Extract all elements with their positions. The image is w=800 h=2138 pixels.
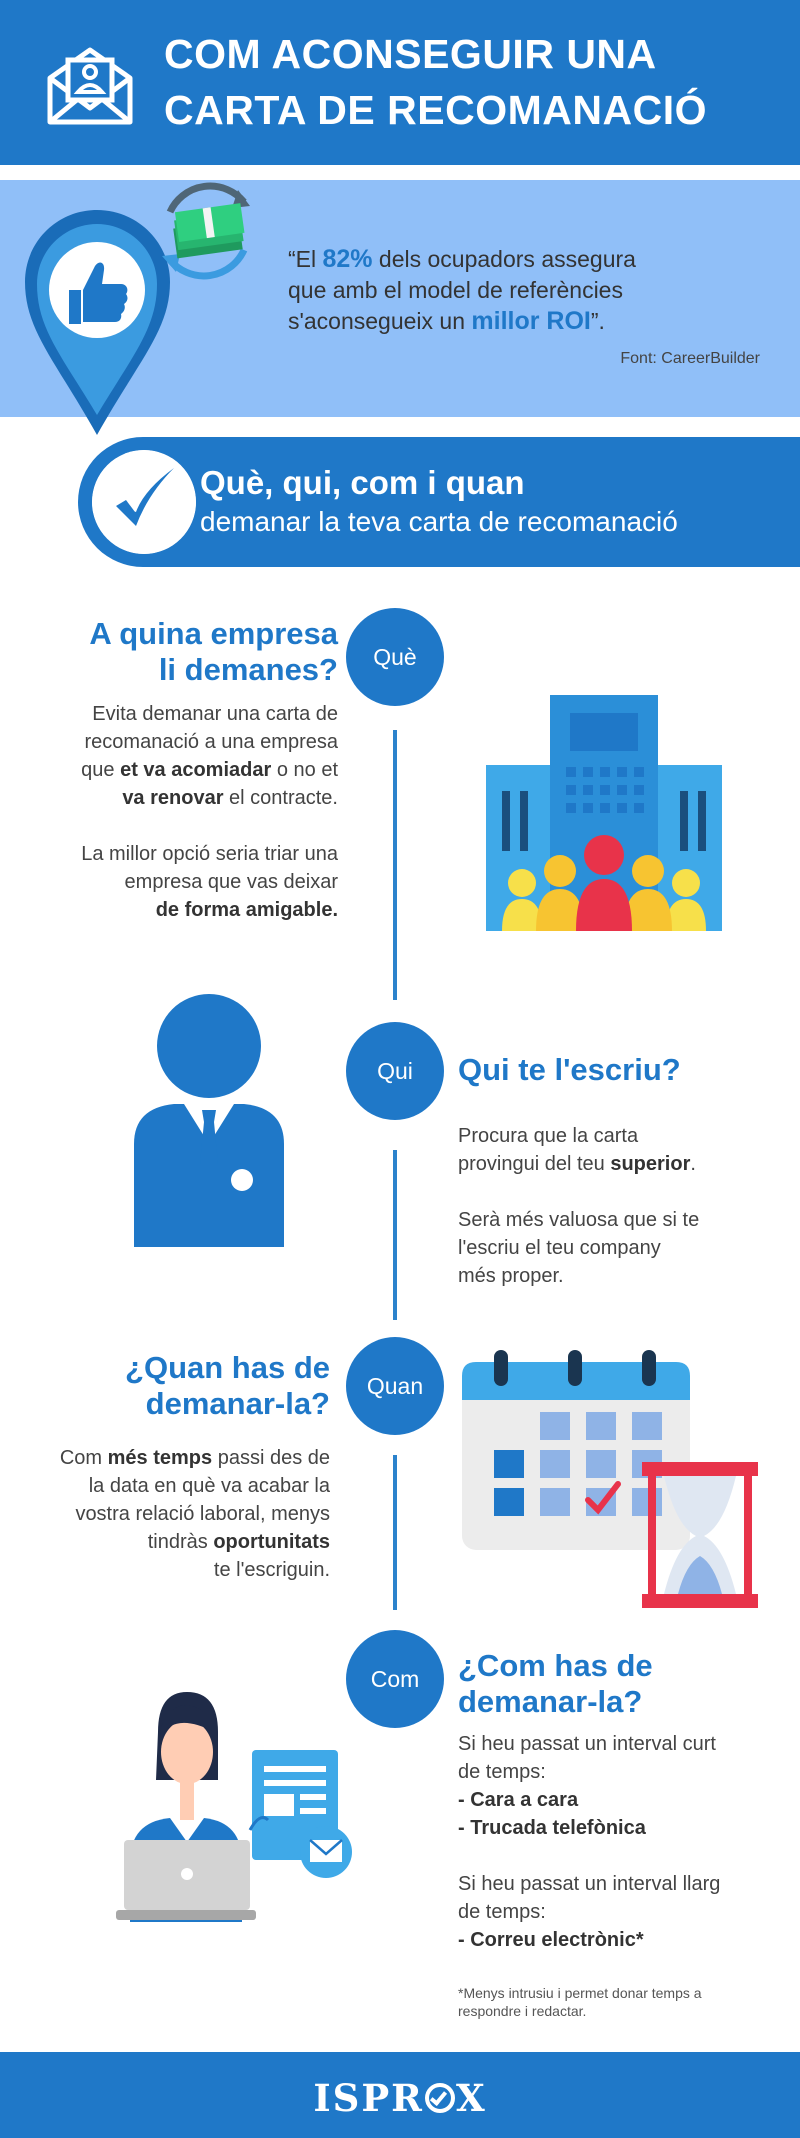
com-footnote: *Menys intrusiu i permet donar temps a r…: [458, 1985, 702, 2019]
stat-highlight: millor ROI: [471, 307, 591, 335]
timeline-line: [393, 1455, 397, 1610]
timeline-marker-com: Com: [346, 1630, 444, 1728]
timeline-marker-que: Què: [346, 608, 444, 706]
money-exchange-icon: [162, 182, 250, 280]
location-pin-thumbs-up-icon: [25, 210, 170, 435]
quan-text: Com més temps passi des de la data en qu…: [59, 1447, 330, 1581]
stat-quote: “El 82% dels ocupadors assegura que amb …: [288, 244, 758, 337]
banner-subtitle: demanar la teva carta de recomanació: [200, 506, 678, 537]
section-banner: [78, 437, 800, 567]
stat-quote-line-1: “El 82% dels ocupadors assegura: [288, 245, 636, 273]
title-line-1: COM ACONSEGUIR UNA: [164, 31, 657, 77]
que-text: Evita demanar una carta de recomanació a…: [81, 703, 338, 921]
com-title: ¿Com has de demanar-la?: [458, 1648, 653, 1719]
title-line-2: CARTA DE RECOMANACIÓ: [164, 87, 707, 133]
qui-title: Qui te l'escriu?: [458, 1052, 681, 1087]
logo-check-o-icon: [424, 2083, 455, 2113]
qui-text: Procura que la carta provingui del teu s…: [458, 1125, 700, 1287]
woman-laptop-email-icon: [116, 1692, 352, 1922]
footer-bar: [0, 2052, 800, 2138]
stat-quote-line-2: que amb el model de referències: [288, 277, 623, 303]
calendar-hourglass-icon: [462, 1350, 758, 1608]
timeline-line: [393, 730, 397, 1000]
stat-percent: 82%: [322, 245, 373, 273]
timeline-marker-quan: Quan: [346, 1337, 444, 1435]
header-bar: [0, 0, 800, 165]
office-building-icon: [486, 695, 722, 931]
method-phone-call: - Trucada telefònica: [458, 1817, 646, 1839]
checkmark-icon: [92, 450, 196, 554]
stat-source: Font: CareerBuilder: [620, 350, 760, 367]
method-email: - Correu electrònic*: [458, 1929, 644, 1951]
stat-quote-line-3: s'aconsegueix un millor ROI”.: [288, 307, 605, 335]
envelope-person-icon: [47, 47, 133, 125]
timeline-marker-qui: Qui: [346, 1022, 444, 1120]
com-text: Si heu passat un interval curt de temps:…: [458, 1733, 721, 1951]
quan-title: ¿Quan has de demanar-la?: [125, 1350, 330, 1421]
banner-title: Què, qui, com i quan: [200, 464, 525, 501]
timeline-line: [393, 1150, 397, 1320]
business-person-icon: [134, 994, 284, 1247]
que-title: A quina empresa li demanes?: [89, 616, 338, 687]
method-face-to-face: - Cara a cara: [458, 1789, 579, 1811]
page-title: COM ACONSEGUIR UNA CARTA DE RECOMANACIÓ: [164, 26, 784, 138]
